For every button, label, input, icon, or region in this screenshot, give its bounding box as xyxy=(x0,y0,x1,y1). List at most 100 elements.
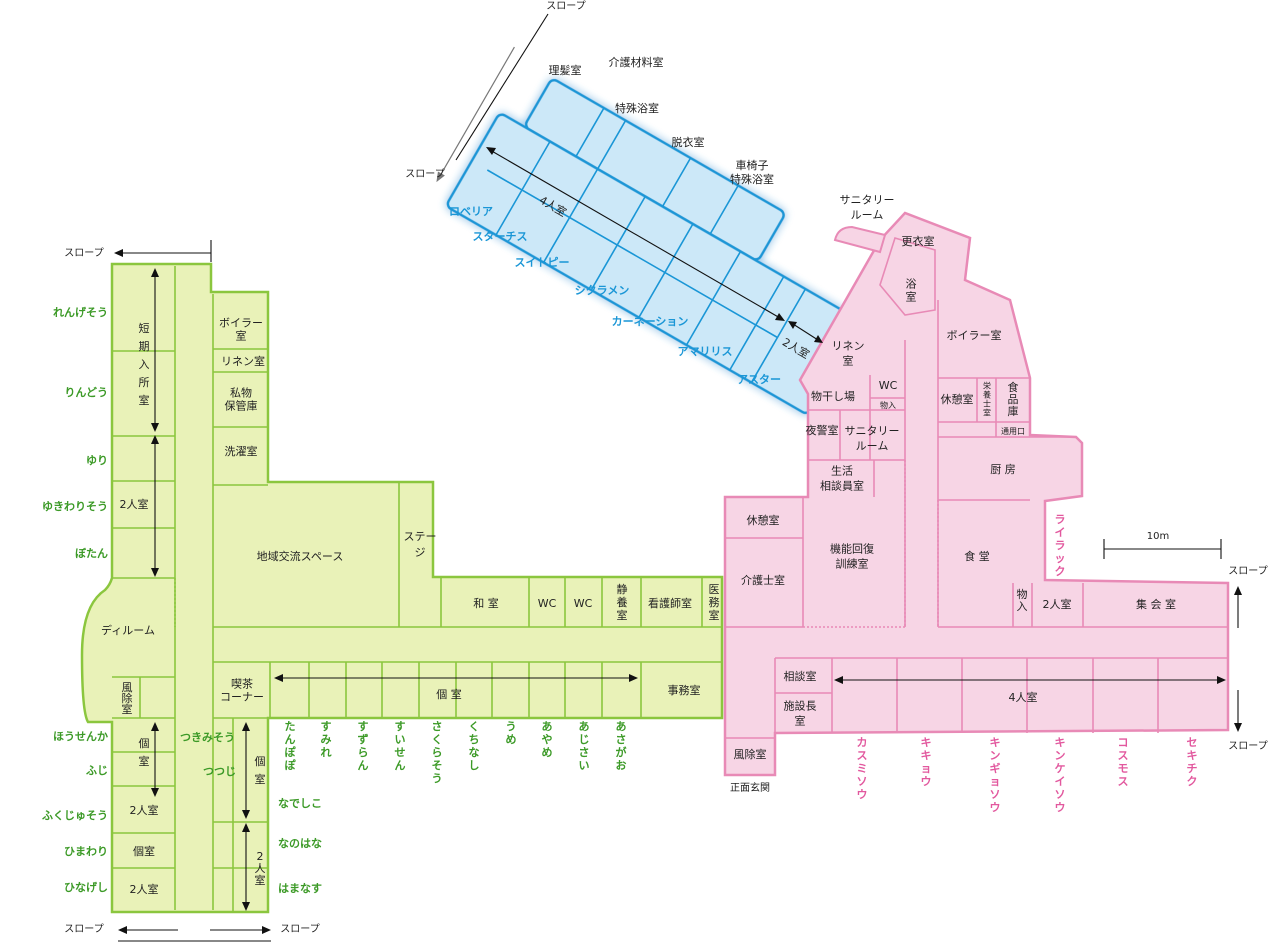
blue-room-dressing: 脱衣室 xyxy=(672,135,705,149)
pink-room-rehab: 機能回復訓練室 xyxy=(830,542,874,571)
pink-room-storage_small: 物入 xyxy=(880,400,896,410)
blue-wing xyxy=(436,46,861,415)
pink-room-wc: WC xyxy=(879,379,898,392)
green-name-left: ぼたん xyxy=(75,547,108,560)
blue-name: スイトピー xyxy=(515,256,570,269)
pink-room-rest: 休憩室 xyxy=(747,513,780,527)
scale-label: 10m xyxy=(1147,531,1169,542)
green-room-boiler: ボイラー室 xyxy=(219,317,263,343)
green-name-bottom: たんぽぽ xyxy=(285,720,297,772)
blue-name: アスター xyxy=(737,373,781,386)
blue-room-care_materials: 介護材料室 xyxy=(609,55,664,69)
green-name-bottom: すみれ xyxy=(321,720,332,759)
green-name-bottom: すずらん xyxy=(358,720,369,772)
ramp-label-blue: スロープ xyxy=(405,168,444,180)
pink-room-drying: 物干し場 xyxy=(811,389,855,403)
green-room-wc1: WC xyxy=(538,597,557,610)
green-name-left: ひまわり xyxy=(64,845,108,858)
green-name-inner: なでしこ xyxy=(278,797,322,810)
blue-name: カーネーション xyxy=(612,315,689,328)
green-wing xyxy=(80,262,724,914)
pink-room-sanitary_top: サニタリールーム xyxy=(840,194,895,222)
ramp-label-top: スロープ xyxy=(546,0,585,12)
pink-room-two_person: 2人室 xyxy=(1043,597,1072,611)
blue-name: スターチス xyxy=(473,230,528,243)
green-name-inner: つきみそう xyxy=(180,731,235,744)
green-name-inner: なのはな xyxy=(278,837,322,850)
green-name-left: ほうせんか xyxy=(53,730,108,743)
green-room-nurse: 看護師室 xyxy=(648,596,692,610)
pink-room-storage: 物入 xyxy=(1017,587,1028,613)
green-room-two_person_c: 2人室 xyxy=(130,882,159,896)
pink-room-linen: リネン室 xyxy=(832,340,865,368)
blue-name: ロベリア xyxy=(449,205,493,218)
pink-room-director: 施設長室 xyxy=(784,699,817,728)
green-name-bottom: くちなし xyxy=(469,720,480,772)
green-name-left: ふくじゅそう xyxy=(42,809,108,822)
pink-room-caregiver: 介護士室 xyxy=(741,573,785,587)
green-room-wc2: WC xyxy=(574,597,593,610)
green-name-bottom: あじさい xyxy=(579,720,590,772)
green-room-private_b: 個室 xyxy=(133,844,155,858)
green-room-rest: 静養室 xyxy=(617,582,628,622)
green-name-bottom: うめ xyxy=(506,720,517,746)
pink-name-bottom: キンギョソウ xyxy=(990,736,1001,814)
pink-room-rest_staff: 休憩室 xyxy=(941,392,974,406)
ramp-label-right-bottom: スロープ xyxy=(1228,740,1267,752)
pink-name-bottom: キキョウ xyxy=(921,736,932,788)
green-room-short_stay: 短期入所室 xyxy=(139,321,150,407)
ramp-label-right-top: スロープ xyxy=(1228,565,1267,577)
pink-room-counseling_life: 生活相談員室 xyxy=(820,464,864,493)
green-room-two_person_b: 2人室 xyxy=(130,803,159,817)
ramp-label-bottom-left: スロープ xyxy=(64,923,103,935)
pink-name-bottom: キンケイソウ xyxy=(1055,736,1066,814)
green-room-japanese: 和 室 xyxy=(473,596,499,610)
green-name-left: りんどう xyxy=(64,386,108,399)
green-name-left: ゆり xyxy=(86,454,108,467)
green-room-private_a: 個室 xyxy=(139,737,150,768)
pink-room-food_store: 食品庫 xyxy=(1008,380,1019,418)
blue-name: アマリリス xyxy=(678,345,733,358)
pink-room-kitchen: 厨 房 xyxy=(990,463,1016,476)
green-name-bottom: さくらそう xyxy=(432,720,443,785)
green-room-two_person: 2人室 xyxy=(120,497,149,511)
green-room-laundry: 洗濯室 xyxy=(225,444,258,458)
pink-room-boiler: ボイラー室 xyxy=(947,328,1002,342)
green-name-left: れんげそう xyxy=(53,305,108,319)
pink-room-consult: 相談室 xyxy=(784,669,817,683)
green-room-private_corridor: 個 室 xyxy=(436,687,462,701)
green-room-private_c: 個室 xyxy=(255,755,266,786)
pink-room-sanitary: サニタリールーム xyxy=(845,425,900,453)
green-room-cafe: 喫茶コーナー xyxy=(220,678,264,704)
green-room-day_room: ディルーム xyxy=(101,623,155,637)
green-name-bottom: あさがお xyxy=(616,720,627,772)
green-room-wind_left: 風除室 xyxy=(122,681,133,716)
ramp-label-left: スロープ xyxy=(64,247,103,259)
green-name-inner: はまなす xyxy=(278,882,322,895)
green-room-stage: ステージ xyxy=(404,530,437,559)
pink-room-night_guard: 夜警室 xyxy=(806,423,839,437)
pink-room-wind: 風除室 xyxy=(734,747,767,761)
pink-room-nutritionist: 栄養士室 xyxy=(983,381,991,418)
green-name-left: ふじ xyxy=(86,764,108,777)
blue-room-barber: 理髪室 xyxy=(549,63,582,77)
pink-room-changing: 更衣室 xyxy=(902,234,935,248)
dimension-arrows xyxy=(114,13,1242,942)
pink-name-bottom: カスミソウ xyxy=(857,736,868,801)
blue-room-special_bath: 特殊浴室 xyxy=(615,101,659,115)
pink-wing xyxy=(723,211,1230,777)
green-name-bottom: すいせん xyxy=(395,720,406,772)
green-room-office: 事務室 xyxy=(668,683,701,697)
green-name-left: ひなげし xyxy=(64,880,108,894)
green-name-inner: つつじ xyxy=(203,765,236,778)
entrance-label: 正面玄関 xyxy=(730,781,770,794)
green-room-linen: リネン室 xyxy=(221,354,265,368)
pink-room-dining: 食 堂 xyxy=(964,549,990,563)
green-name-bottom: あやめ xyxy=(542,720,553,759)
green-room-medical: 医務室 xyxy=(709,583,720,622)
pink-room-four_person: 4人室 xyxy=(1009,690,1038,704)
pink-name-bottom: コスモス xyxy=(1118,736,1129,788)
pink-room-assembly: 集 会 室 xyxy=(1136,597,1176,611)
